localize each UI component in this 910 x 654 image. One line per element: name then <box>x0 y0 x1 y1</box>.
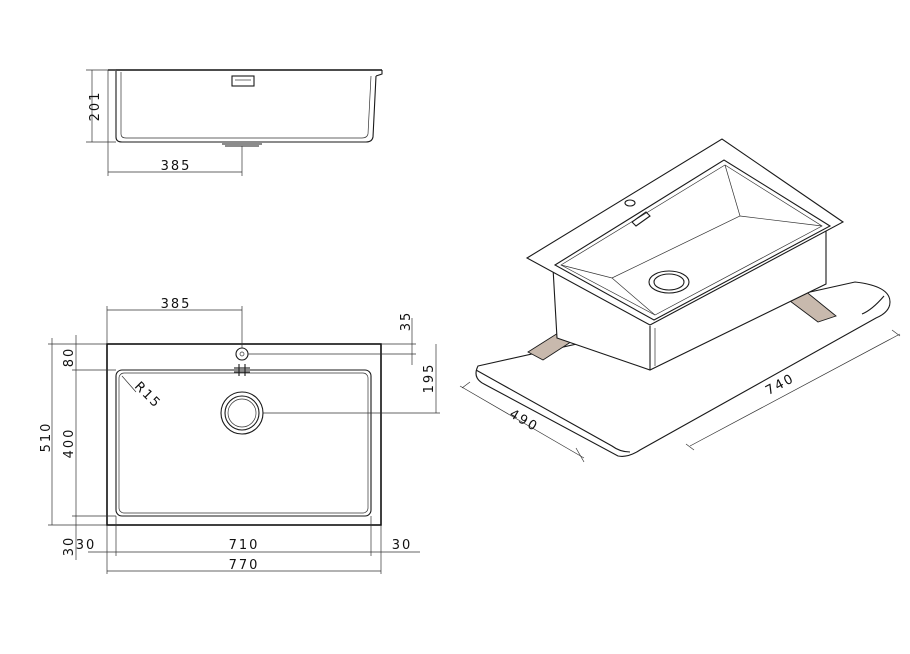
side-view: 201 385 <box>86 69 383 176</box>
iso-view: 490 740 <box>459 138 901 463</box>
dim-margin-bottom: 30 <box>62 536 77 557</box>
dim-bowl-width: 710 <box>229 538 260 553</box>
dim-corner-radius: R15 <box>131 379 164 412</box>
dim-drain-offset: 195 <box>422 363 437 394</box>
top-view: R15 385 35 195 510 80 400 30 30 71 <box>39 297 440 574</box>
dim-tap-offset-y: 35 <box>399 311 414 332</box>
dim-bowl-depth: 400 <box>62 428 77 459</box>
dim-overall-depth: 510 <box>39 422 54 453</box>
dim-overall-width: 770 <box>229 558 260 573</box>
dim-tap-offset-x: 385 <box>161 297 192 312</box>
dim-margin-right: 30 <box>392 538 413 553</box>
dim-side-width: 385 <box>161 159 192 174</box>
dim-tap-zone: 80 <box>62 347 77 368</box>
dim-margin-left: 30 <box>76 538 97 553</box>
dim-side-height: 201 <box>88 91 103 122</box>
